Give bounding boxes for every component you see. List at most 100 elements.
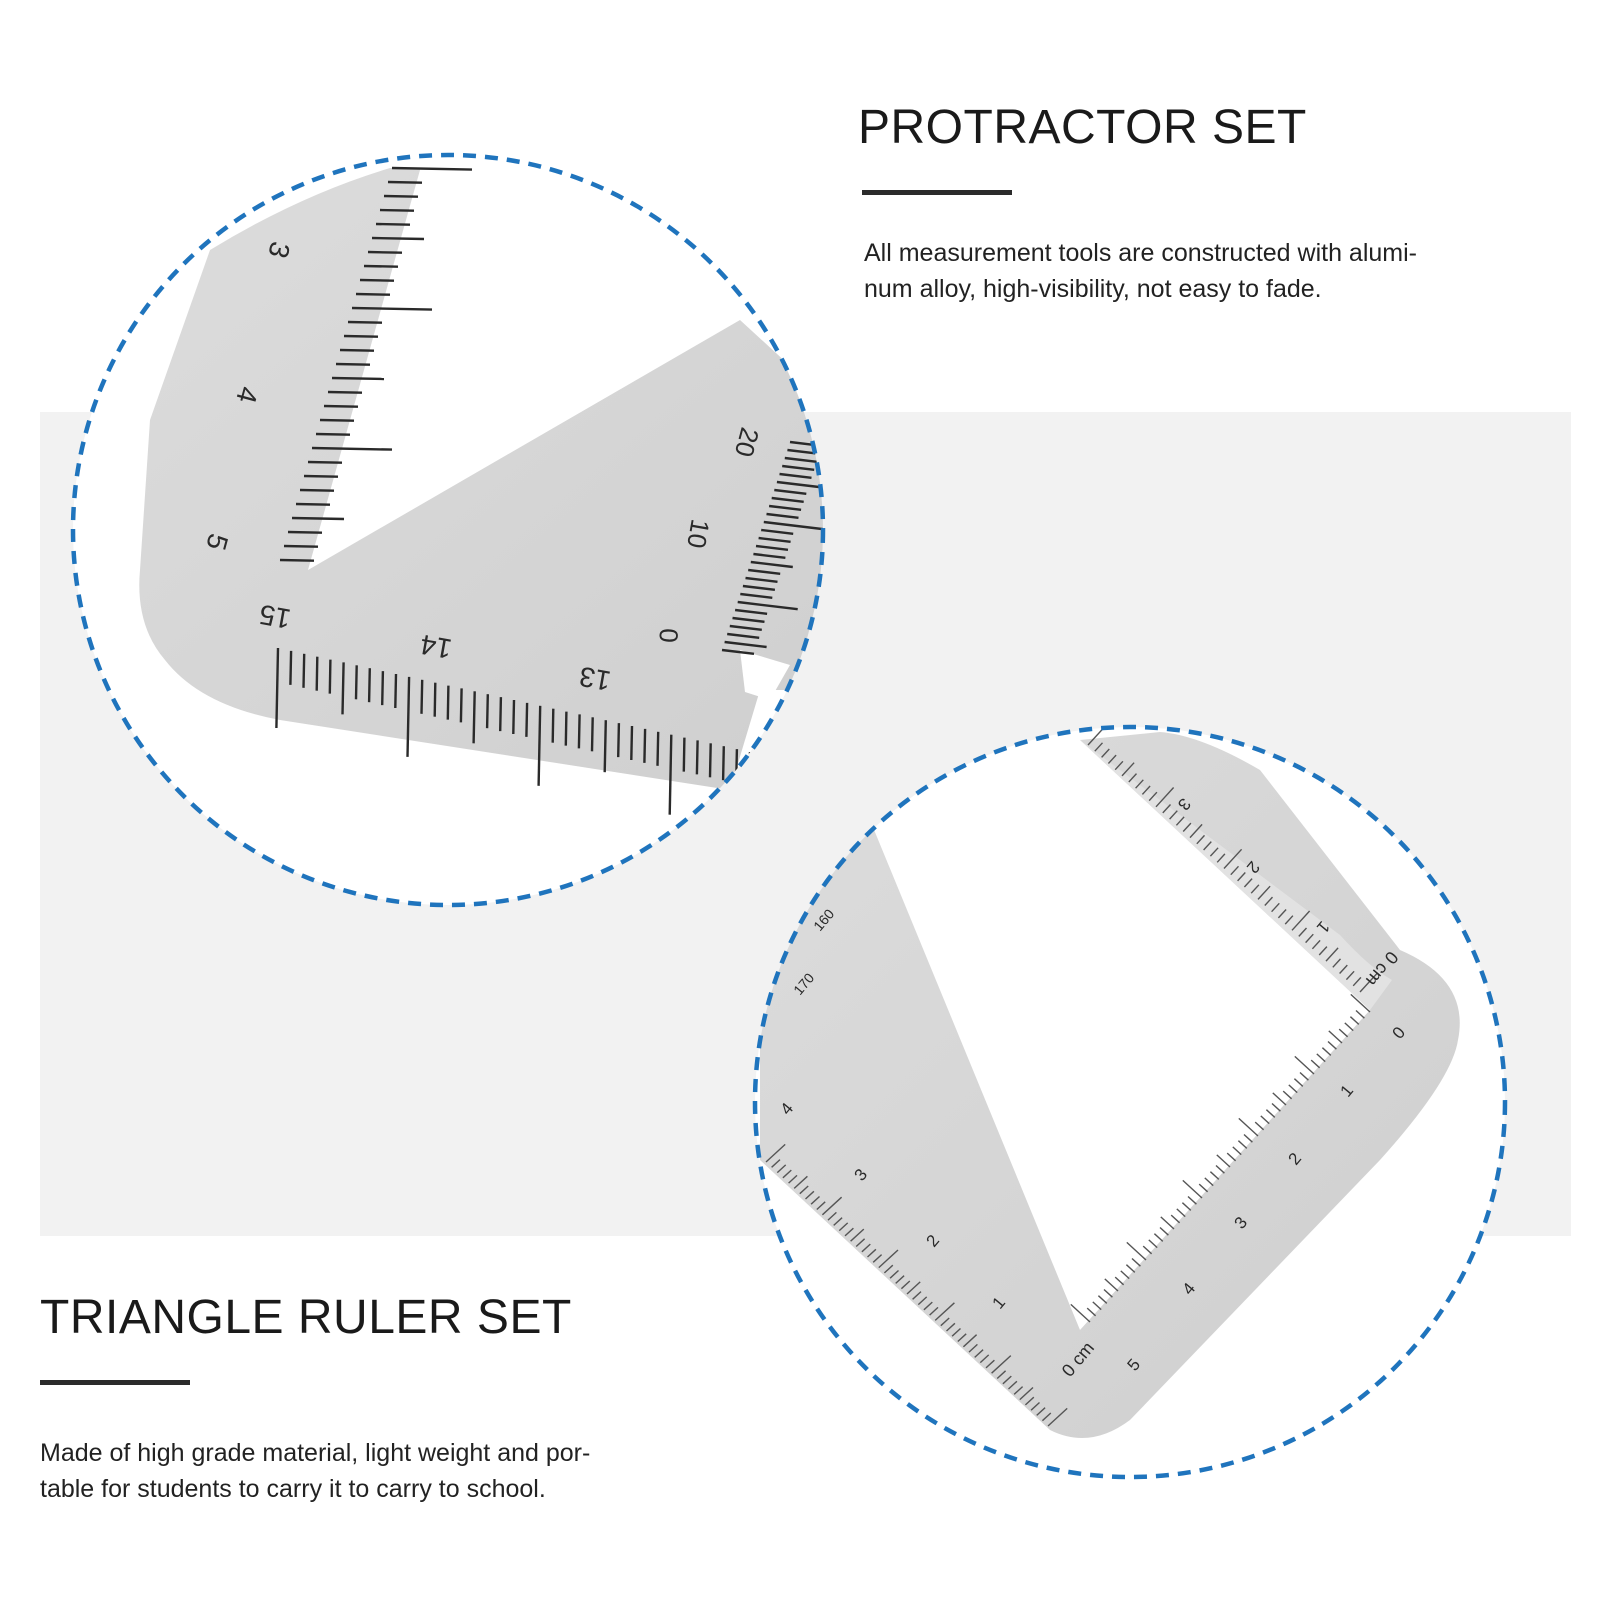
ruler-tick bbox=[1230, 865, 1240, 876]
protractor-description-line-1: All measurement tools are constructed wi… bbox=[864, 239, 1418, 267]
protractor-title-underline bbox=[862, 190, 1012, 195]
ruler-tick bbox=[1169, 810, 1178, 820]
ruler-tick bbox=[1359, 972, 1379, 993]
ruler-tick bbox=[1291, 910, 1311, 931]
ruler-tick bbox=[354, 665, 358, 700]
ruler-tick bbox=[331, 376, 385, 381]
ruler-tick bbox=[279, 558, 315, 562]
ruler-tick bbox=[283, 544, 319, 548]
ruler-tick bbox=[793, 1175, 808, 1189]
ruler-tick bbox=[900, 1280, 911, 1290]
ruler-tick bbox=[391, 166, 473, 171]
ruler-tick bbox=[1344, 1022, 1354, 1032]
ruler-tick bbox=[394, 673, 398, 709]
ruler-tick bbox=[1196, 834, 1206, 845]
ruler-tick bbox=[323, 404, 359, 408]
ruler-tick bbox=[1332, 958, 1342, 968]
ruler-tick bbox=[805, 1190, 815, 1200]
ruler-tick bbox=[1148, 791, 1158, 802]
ruler-tick bbox=[810, 1195, 820, 1205]
ruler-tick bbox=[748, 568, 781, 575]
ruler-tick bbox=[1047, 1407, 1068, 1427]
ruler-tick bbox=[1121, 762, 1135, 777]
ruler-tick bbox=[695, 740, 699, 775]
ruler-tick bbox=[737, 600, 798, 611]
ruler-tick bbox=[1271, 902, 1280, 913]
ruler-tick bbox=[940, 1317, 950, 1327]
ruler-tick bbox=[771, 496, 804, 503]
ruler-tick bbox=[1104, 1278, 1119, 1292]
protractor-description-line-2: num alloy, high-visibility, not easy to … bbox=[864, 275, 1322, 303]
degree-scale bbox=[721, 440, 823, 655]
ruler-tick bbox=[1070, 1303, 1091, 1323]
ruler-tick bbox=[855, 1238, 866, 1248]
scale-label-4: 4 bbox=[230, 383, 264, 406]
ruler-tick bbox=[1131, 1257, 1141, 1267]
triangle-description-line-1: Made of high grade material, light weigh… bbox=[40, 1439, 591, 1467]
ruler-tick bbox=[355, 292, 391, 296]
scale-label-3: 3 bbox=[262, 238, 296, 261]
ruler-tick bbox=[1294, 1055, 1315, 1075]
ruler-tick bbox=[1182, 1179, 1203, 1199]
triangle-zoom-content: 3 2 1 0 cm 0 1 2 3 4 5 4 3 2 1 0 cm 160 … bbox=[760, 727, 1460, 1438]
ruler-tick bbox=[912, 1291, 922, 1300]
ruler-tick bbox=[782, 464, 815, 471]
ruler-tick bbox=[734, 608, 768, 615]
ruler-tick bbox=[1125, 1264, 1136, 1273]
ruler-tick bbox=[1288, 1084, 1298, 1094]
ruler-tick bbox=[381, 671, 385, 706]
ruler-tick bbox=[1257, 885, 1271, 900]
ruler-tick bbox=[1002, 1375, 1012, 1385]
ruler-tick bbox=[740, 592, 773, 599]
ruler-tick bbox=[1237, 1140, 1248, 1149]
ruler-tick bbox=[1170, 1214, 1181, 1224]
ruler-tick bbox=[776, 1164, 787, 1174]
ruler-tick bbox=[577, 714, 581, 749]
ruler-tick bbox=[319, 418, 355, 422]
ruler-tick bbox=[1215, 1164, 1225, 1174]
triangle-dashed-circle bbox=[752, 724, 1508, 1480]
ruler-tick bbox=[782, 1169, 792, 1179]
ruler-tick bbox=[1264, 896, 1274, 906]
ruler-tick bbox=[889, 1269, 899, 1279]
ruler-tick bbox=[729, 624, 762, 631]
ruler-tick bbox=[302, 653, 306, 688]
ruler-tick bbox=[1223, 848, 1243, 869]
ruler-tick bbox=[748, 751, 752, 787]
ruler-tick bbox=[906, 1281, 921, 1295]
ruler-tick bbox=[968, 1343, 978, 1353]
ruler-tick bbox=[745, 576, 778, 583]
ruler-tick bbox=[1298, 927, 1308, 937]
ruler-tick bbox=[758, 536, 791, 543]
ruler-tick bbox=[957, 1333, 967, 1343]
ruler-tick bbox=[985, 1359, 995, 1369]
ruler-tick bbox=[1148, 1239, 1158, 1249]
protractor-set-title: PROTRACTOR SET bbox=[858, 101, 1307, 154]
ruler-tick bbox=[755, 544, 789, 551]
ruler-tick bbox=[315, 656, 319, 691]
scale-label-13: 13 bbox=[577, 661, 613, 697]
ruler-tick bbox=[1159, 1226, 1169, 1236]
ruler-tick bbox=[838, 1222, 849, 1232]
ruler-tick bbox=[295, 502, 331, 506]
ruler-tick bbox=[617, 723, 621, 758]
ruler-tick bbox=[721, 648, 755, 655]
ruler-tick bbox=[1325, 947, 1339, 962]
ruler-tick bbox=[1101, 748, 1110, 758]
ruler-tick bbox=[682, 737, 686, 772]
ruler-tick bbox=[946, 1322, 956, 1332]
ruler-tick bbox=[724, 640, 767, 649]
ruler-tick bbox=[371, 236, 425, 241]
ruler-tick bbox=[1114, 1276, 1125, 1286]
triangle-ruler-set-title: TRIANGLE RULER SET bbox=[40, 1291, 572, 1344]
ruler-tick bbox=[1092, 1301, 1102, 1311]
ruler-tick bbox=[1265, 1109, 1276, 1118]
ruler-tick bbox=[917, 1296, 928, 1306]
ruler-tick bbox=[951, 1327, 961, 1337]
ruler-tick bbox=[732, 616, 765, 623]
ruler-tick bbox=[1155, 787, 1175, 808]
ruler-tick bbox=[1189, 823, 1203, 839]
bottom-cm-scale bbox=[275, 647, 752, 815]
ruler-tick bbox=[564, 711, 568, 746]
ruler-tick bbox=[766, 512, 799, 519]
